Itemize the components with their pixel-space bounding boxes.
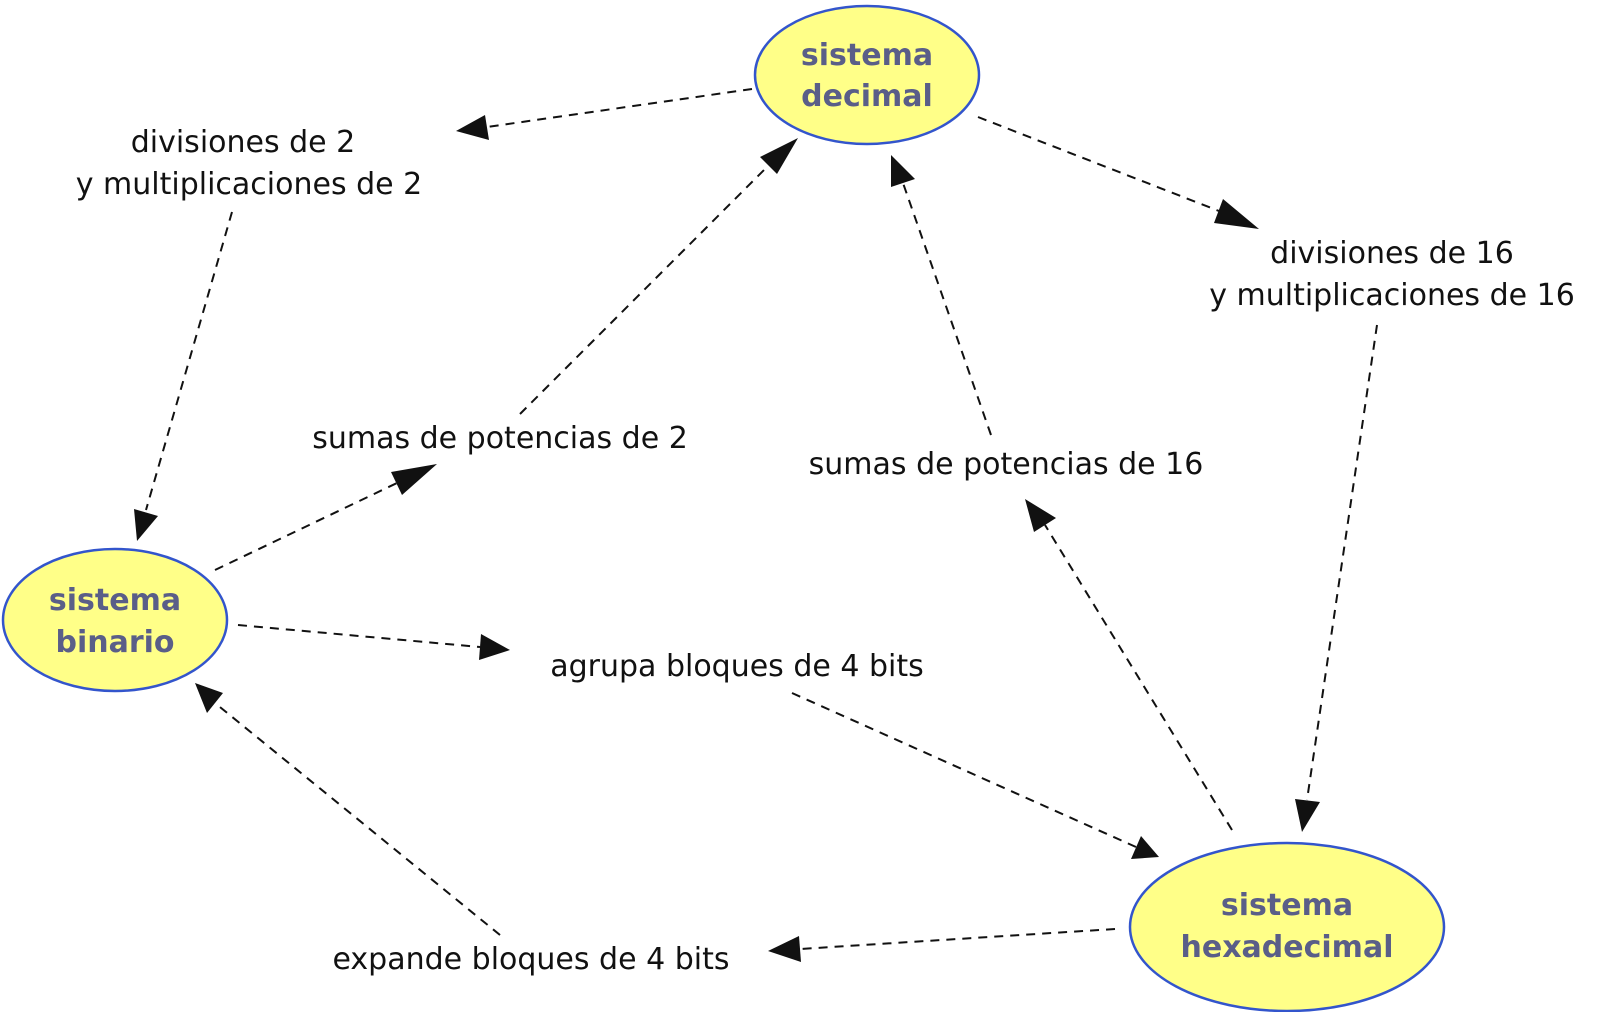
node-hexadecimal-ellipse [1128, 841, 1446, 1012]
connectors [145, 88, 1378, 950]
arrowhead-decimal-left [760, 138, 798, 174]
label-divisiones-de-16: divisiones de 16 y multiplicaciones de 1… [1209, 236, 1575, 313]
arrowhead-hexadecimal-left [1131, 836, 1159, 859]
connector-binario-to-agrupa [237, 624, 481, 648]
connector-sumas2-to-decimal [519, 164, 770, 415]
node-sistema-decimal[interactable]: sistema decimal [753, 4, 981, 146]
connector-div16-to-hexadecimal [1306, 324, 1378, 801]
node-binario-ellipse [1, 547, 229, 693]
connector-decimal-to-div2 [486, 88, 753, 128]
node-hexadecimal-line2: hexadecimal [1181, 930, 1394, 965]
label-expande-bloques: expande bloques de 4 bits [332, 942, 729, 977]
node-sistema-hexadecimal[interactable]: sistema hexadecimal [1128, 841, 1446, 1012]
label-divisiones-de-2: divisiones de 2 y multiplicaciones de 2 [76, 125, 423, 202]
label-sumas-de-potencias-de-2: sumas de potencias de 2 [312, 421, 688, 456]
arrowhead-binario-bottom [195, 683, 223, 713]
arrowhead-hexadecimal-top [1295, 799, 1320, 832]
node-binario-line1: sistema [49, 583, 181, 618]
node-hexadecimal-line1: sistema [1221, 888, 1353, 923]
label-div16-line1: divisiones de 16 [1270, 236, 1514, 271]
arrowhead-expande [768, 936, 801, 962]
label-div2-line1: divisiones de 2 [131, 125, 356, 160]
connector-div2-to-binario [145, 211, 233, 511]
node-binario-line2: binario [55, 625, 174, 660]
arrowhead-div2 [456, 115, 489, 140]
node-decimal-ellipse [753, 4, 981, 146]
connector-binario-to-sumas2 [214, 482, 398, 571]
connector-sumas16-to-decimal [902, 182, 992, 436]
node-decimal-line2: decimal [801, 79, 933, 114]
arrowhead-sumas16 [1025, 499, 1056, 532]
label-div2-line2: y multiplicaciones de 2 [76, 167, 423, 202]
connector-hexadecimal-to-expande [799, 928, 1116, 950]
label-agrupa-bloques: agrupa bloques de 4 bits [550, 649, 924, 684]
connector-decimal-to-div16 [977, 116, 1220, 212]
connector-expande-to-binario [214, 702, 501, 936]
arrowhead-agrupa [479, 634, 510, 660]
arrowheads [134, 115, 1320, 962]
connector-hexadecimal-to-sumas16 [1044, 524, 1233, 831]
arrowhead-binario-top [134, 509, 158, 541]
label-div16-line2: y multiplicaciones de 16 [1209, 278, 1575, 313]
arrowhead-div16 [1214, 199, 1259, 229]
node-sistema-binario[interactable]: sistema binario [1, 547, 229, 693]
connector-agrupa-to-hexadecimal [791, 692, 1137, 848]
arrowhead-decimal-right [891, 155, 915, 187]
node-decimal-line1: sistema [801, 38, 933, 73]
label-sumas-de-potencias-de-16: sumas de potencias de 16 [809, 447, 1204, 482]
arrowhead-sumas2 [391, 464, 437, 495]
